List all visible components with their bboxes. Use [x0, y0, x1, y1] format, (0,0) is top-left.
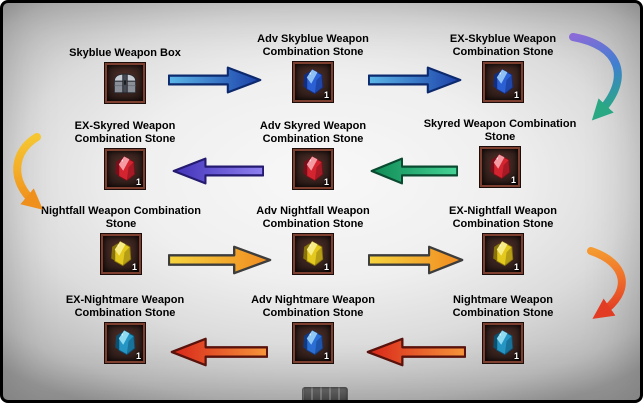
yellow-gem-icon: 1 [293, 234, 333, 274]
arrow-box-to-adv-skyblue [168, 65, 262, 95]
teal-gem-icon: 1 [105, 323, 145, 363]
node-label: Nightmare Weapon Combination Stone [452, 294, 554, 319]
node-label: EX-Nightfall Weapon Combination Stone [449, 205, 557, 230]
item-count: 1 [135, 351, 141, 361]
blue-gem-icon: 1 [483, 62, 523, 102]
item-node-skyred-stone: Skyred Weapon Combination Stone 1 [410, 117, 590, 187]
teal-gem-icon: 1 [483, 323, 523, 363]
item-node-ex-skyblue-stone: EX-Skyblue Weapon Combination Stone 1 [428, 32, 578, 102]
item-node-nightfall-stone: Nightfall Weapon Combination Stone 1 [31, 204, 211, 274]
item-count: 1 [513, 351, 519, 361]
node-label: Skyred Weapon Combination Stone [423, 118, 577, 143]
curved-arrow-ex-nightfall-to-nightmare [581, 241, 640, 321]
node-label: EX-Nightmare Weapon Combination Stone [65, 294, 185, 319]
arrow-skyred-to-adv-skyred [370, 156, 458, 186]
item-count: 1 [513, 90, 519, 100]
item-node-ex-nightmare-stone: EX-Nightmare Weapon Combination Stone 1 [50, 293, 200, 363]
curved-arrow-ex-skyred-to-nightfall [5, 131, 53, 211]
item-node-adv-skyred-stone: Adv Skyred Weapon Combination Stone 1 [238, 119, 388, 189]
item-count: 1 [135, 177, 141, 187]
item-count: 1 [323, 177, 329, 187]
item-node-ex-nightfall-stone: EX-Nightfall Weapon Combination Stone 1 [428, 204, 578, 274]
node-label: EX-Skyred Weapon Combination Stone [74, 120, 176, 145]
arrow-nightmare-to-adv-nightmare [366, 336, 466, 368]
item-count: 1 [323, 262, 329, 272]
arrow-adv-to-ex-nightfall [368, 244, 464, 276]
item-node-ex-skyred-stone: EX-Skyred Weapon Combination Stone 1 [50, 119, 200, 189]
node-label: Adv Nightmare Weapon Combination Stone [251, 294, 375, 319]
item-count: 1 [510, 175, 516, 185]
red-gem-icon: 1 [293, 149, 333, 189]
weapon-box-icon [105, 63, 145, 103]
node-label: Adv Skyred Weapon Combination Stone [259, 120, 367, 145]
item-count: 1 [323, 90, 329, 100]
yellow-gem-icon: 1 [101, 234, 141, 274]
arrow-nightfall-to-adv-nightfall [168, 244, 272, 276]
red-gem-icon: 1 [480, 147, 520, 187]
item-node-nightmare-stone: Nightmare Weapon Combination Stone 1 [428, 293, 578, 363]
node-label: EX-Skyblue Weapon Combination Stone [449, 33, 557, 58]
yellow-gem-icon: 1 [483, 234, 523, 274]
arrow-adv-skyred-to-ex-skyred [172, 156, 264, 186]
node-label: Adv Nightfall Weapon Combination Stone [256, 205, 370, 230]
red-gem-icon: 1 [105, 149, 145, 189]
blue-gem-icon: 1 [293, 62, 333, 102]
item-node-adv-nightfall-stone: Adv Nightfall Weapon Combination Stone 1 [238, 204, 388, 274]
item-node-skyblue-weapon-box: Skyblue Weapon Box [50, 33, 200, 103]
node-label: Skyblue Weapon Box [69, 47, 181, 59]
arrow-adv-to-ex-skyblue [368, 65, 462, 95]
node-label: Nightfall Weapon Combination Stone [41, 205, 201, 230]
node-label: Adv Skyblue Weapon Combination Stone [257, 33, 369, 58]
item-count: 1 [513, 262, 519, 272]
item-count: 1 [323, 351, 329, 361]
item-node-adv-nightmare-stone: Adv Nightmare Weapon Combination Stone 1 [238, 293, 388, 363]
arrow-adv-nightmare-to-ex-nightmare [170, 336, 268, 368]
item-count: 1 [131, 262, 137, 272]
item-node-adv-skyblue-stone: Adv Skyblue Weapon Combination Stone 1 [238, 32, 388, 102]
curved-arrow-ex-skyblue-to-skyred [565, 29, 640, 125]
watermark-logo [302, 387, 348, 400]
blue-gem-icon: 1 [293, 323, 333, 363]
